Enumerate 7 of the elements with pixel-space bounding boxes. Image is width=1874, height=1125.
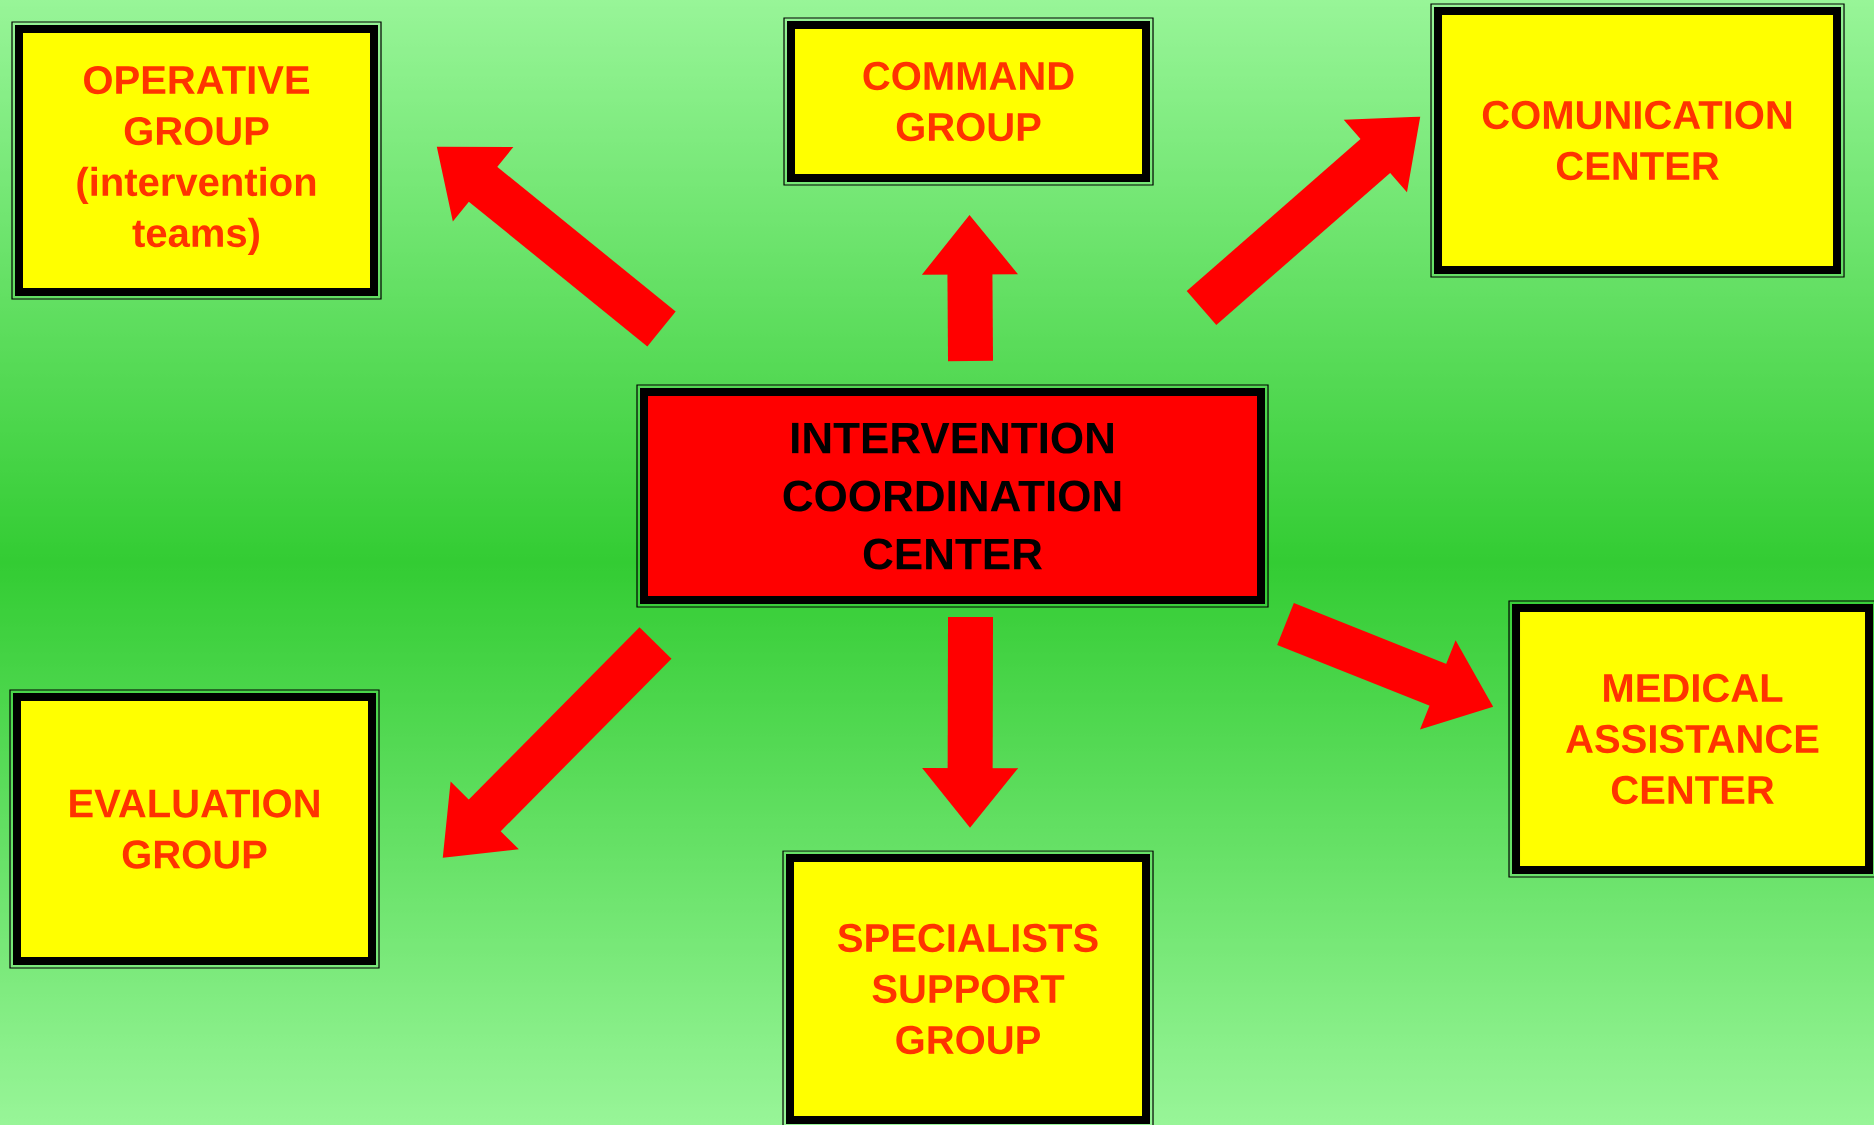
subgroup-box: EVALUATION GROUP [9, 689, 380, 969]
subgroup-box: COMUNICATION CENTER [1430, 3, 1845, 278]
subgroup-box: MEDICAL ASSISTANCE CENTER [1508, 600, 1874, 878]
subgroup-box: SPECIALISTS SUPPORT GROUP [782, 850, 1154, 1125]
center-box: INTERVENTION COORDINATION CENTER [636, 384, 1269, 608]
subgroup-box: COMMAND GROUP [783, 17, 1154, 186]
subgroup-box: OPERATIVE GROUP (intervention teams) [11, 21, 382, 300]
